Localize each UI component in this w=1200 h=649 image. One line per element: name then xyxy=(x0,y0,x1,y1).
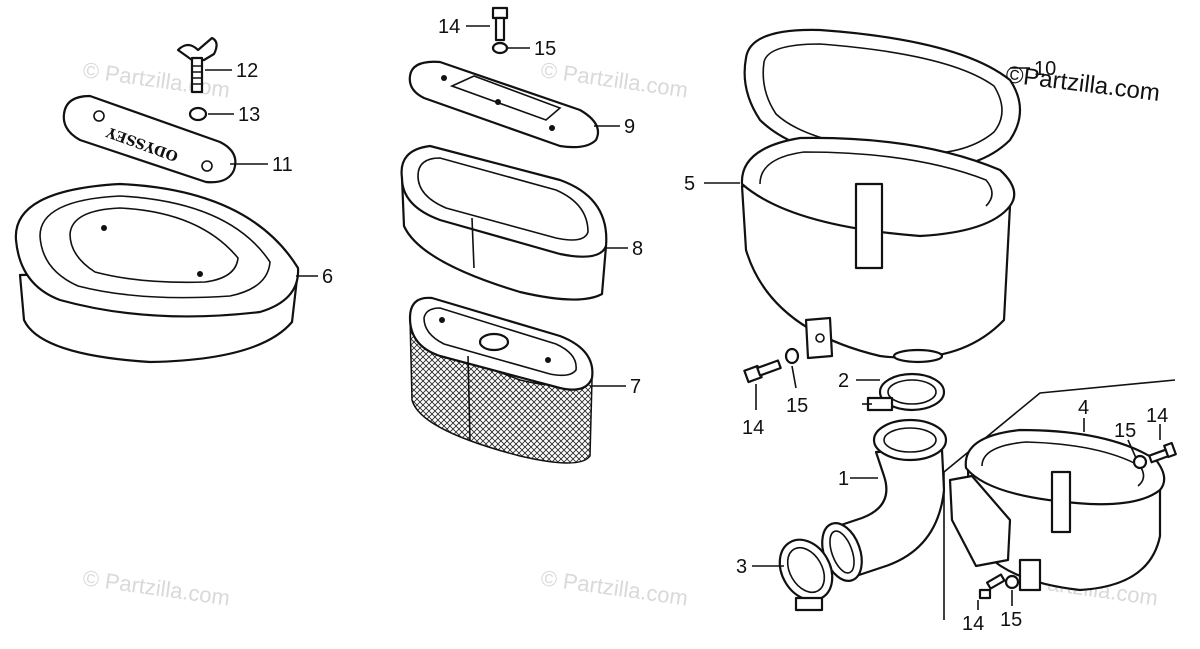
part-14-bolt-bottom xyxy=(978,573,1006,600)
part-3-clamp xyxy=(778,538,834,612)
callout-14: 14 xyxy=(962,613,984,635)
part-11-cover-plate: ODYSSEY xyxy=(62,94,237,184)
part-8-foam-filter xyxy=(400,144,608,301)
callout-15: 15 xyxy=(1114,420,1136,442)
callout-12: 12 xyxy=(236,60,258,82)
part-2-clamp xyxy=(862,372,946,412)
callout-3: 3 xyxy=(736,556,747,578)
part-15-washer-bottom xyxy=(1004,574,1020,590)
part-14-bolt-top xyxy=(491,6,509,42)
part-6-cover xyxy=(14,182,300,364)
callout-15: 15 xyxy=(786,395,808,417)
callout-1: 1 xyxy=(838,468,849,490)
callout-7: 7 xyxy=(630,376,641,398)
part-5-case xyxy=(740,136,1016,364)
callout-13: 13 xyxy=(238,104,260,126)
watermark-text: © Partzilla.com xyxy=(81,57,231,102)
part-7-paper-element xyxy=(408,296,594,464)
callout-14: 14 xyxy=(1146,405,1168,427)
leader-lines xyxy=(205,25,1161,610)
part-15-washer-top xyxy=(491,41,509,55)
part-4-case xyxy=(948,428,1166,592)
watermark-text: © Partzilla.com xyxy=(539,57,689,102)
callout-14: 14 xyxy=(742,417,764,439)
watermark-text: © Partzilla.com xyxy=(539,565,689,610)
callout-8: 8 xyxy=(632,238,643,260)
callout-15: 15 xyxy=(1000,609,1022,631)
callout-14: 14 xyxy=(438,16,460,38)
callout-10: 10 xyxy=(1034,58,1056,80)
watermark-text: © Partzilla.com xyxy=(81,565,231,610)
callout-9: 9 xyxy=(624,116,635,138)
part-4-frame xyxy=(943,379,1176,620)
callouts: 12 13 11 6 14 15 9 8 7 10 5 2 14 15 1 3 … xyxy=(236,16,1168,635)
part-10-gasket xyxy=(743,28,1021,172)
part-15-washer-left xyxy=(784,347,800,365)
callout-11: 11 xyxy=(272,154,293,176)
part-15-washer-right xyxy=(1132,454,1148,470)
callout-5: 5 xyxy=(684,173,695,195)
part-9-top-plate xyxy=(408,60,600,149)
part-1-elbow-hose xyxy=(821,418,948,582)
callout-2: 2 xyxy=(838,370,849,392)
part-14-bolt-left xyxy=(743,359,782,384)
part-12-wing-bolt xyxy=(176,36,218,94)
callout-6: 6 xyxy=(322,266,333,288)
part-13-nut xyxy=(188,106,208,122)
callout-15: 15 xyxy=(534,38,556,60)
part-14-bolt-right xyxy=(1148,441,1177,464)
callout-4: 4 xyxy=(1078,397,1089,419)
